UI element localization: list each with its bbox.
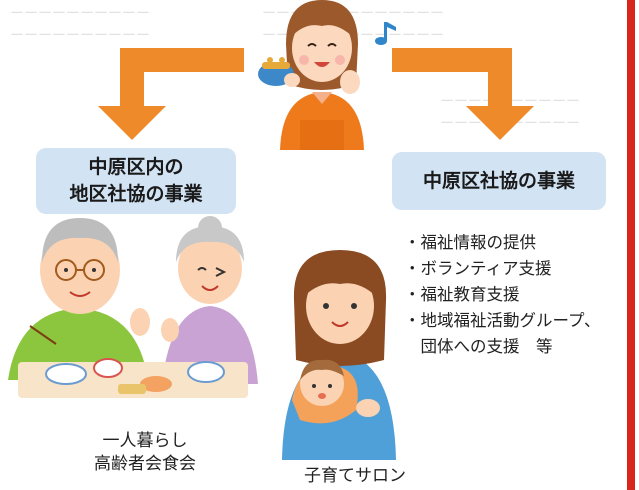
service-item: ・地域福祉活動グループ、 [404,311,601,330]
mother-and-baby-icon [282,250,396,460]
luncheon-caption-line1: 一人暮らし [102,431,188,451]
salon-caption: 子育てサロン [304,466,406,486]
service-item: ・福祉情報の提供 [404,233,536,252]
luncheon-caption-line2: 高齢者会食会 [94,454,196,474]
service-item: ・福祉教育支援 [404,285,520,304]
luncheon-caption: 一人暮らし 高齢者会食会 [70,430,220,476]
arrow-left [98,48,244,140]
service-item: 団体への支援 等 [404,337,553,356]
music-note-icon [375,22,396,45]
district-council-line2: 地区社協の事業 [69,183,203,205]
ward-council-box: 中原区社協の事業 [392,152,606,210]
service-item: ・ボランティア支援 [404,259,552,278]
accent-bar [627,0,635,490]
arrow-right [392,48,534,140]
ward-council-label: 中原区社協の事業 [422,169,575,192]
service-list: ・福祉情報の提供 ・ボランティア支援 ・福祉教育支援 ・地域福祉活動グループ、 … [404,230,601,360]
district-council-line1: 中原区内の [88,156,184,178]
district-council-box: 中原区内の 地区社協の事業 [36,148,236,214]
elderly-couple-meal-icon [8,216,258,398]
woman-with-purse-icon [258,0,364,150]
